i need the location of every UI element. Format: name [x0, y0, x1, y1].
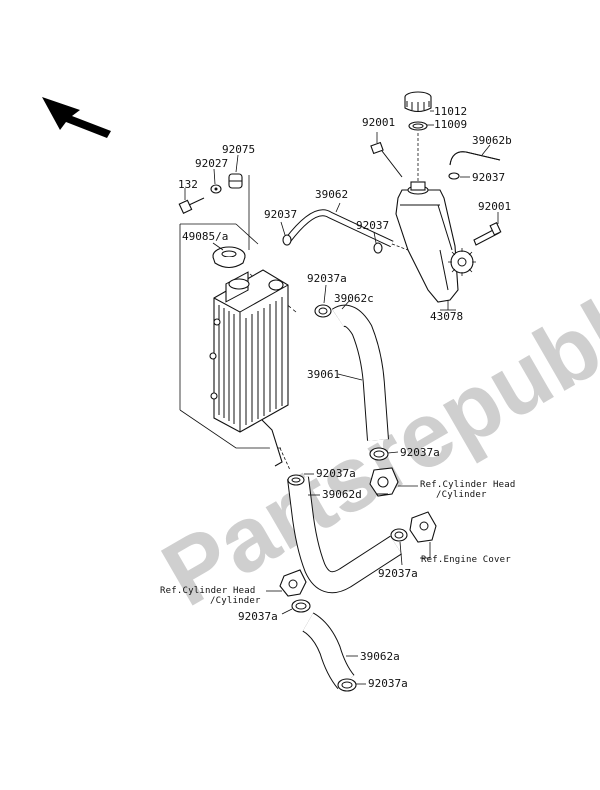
hose-39062d [287, 476, 402, 594]
label-92037a-1: 92037a [307, 272, 347, 285]
clip-92037-upper [282, 234, 292, 246]
label-49085a: 49085/a [182, 230, 228, 243]
clip-92037a-1 [314, 304, 332, 318]
clip-92037-mid [373, 242, 383, 254]
direction-arrow-icon [42, 97, 111, 138]
label-39062b: 39062b [472, 134, 512, 147]
engine-cover-fitting [409, 511, 437, 543]
label-92037a-2: 92037a [400, 446, 440, 459]
ref-cylinder-left: /Cylinder [210, 596, 261, 606]
washer-92027 [210, 184, 222, 194]
clip-92037-cap [448, 172, 460, 180]
ref-cylinder-right: /Cylinder [436, 490, 487, 500]
radiator-cap [212, 246, 246, 269]
label-11012: 11012 [434, 105, 467, 118]
label-92037-upper: 92037 [264, 208, 297, 221]
label-92037-mid: 92037 [356, 219, 389, 232]
label-92075: 92075 [222, 143, 255, 156]
hose-39062a [302, 612, 355, 690]
label-92037a-5: 92037a [238, 610, 278, 623]
grommet-92075 [228, 173, 243, 189]
bolt-92001-tank [473, 222, 502, 246]
reservoir-cap [404, 91, 432, 113]
bolt-132 [178, 197, 205, 214]
ref-cylinder-head-left: Ref.Cylinder Head [160, 586, 256, 596]
label-39062d: 39062d [322, 488, 362, 501]
gear-icon [448, 248, 476, 276]
reservoir-tank [395, 181, 459, 303]
label-43078: 43078 [430, 310, 463, 323]
cylinder-head-fitting-right [369, 467, 399, 497]
label-92001-tank: 92001 [478, 200, 511, 213]
cylinder-head-fitting-left [279, 569, 307, 597]
label-39062: 39062 [315, 188, 348, 201]
ref-engine-cover: Ref.Engine Cover [421, 555, 511, 565]
cap-gasket [408, 121, 428, 131]
label-92037a-6: 92037a [368, 677, 408, 690]
label-92001-top: 92001 [362, 116, 395, 129]
label-92037a-4: 92037a [378, 567, 418, 580]
bolt-92001-top [370, 141, 403, 178]
label-92037a-3: 92037a [316, 467, 356, 480]
hose-39061 [331, 304, 389, 441]
label-92037-cap: 92037 [472, 171, 505, 184]
clip-92037a-3 [287, 474, 305, 486]
label-92027: 92027 [195, 157, 228, 170]
label-39062a: 39062a [360, 650, 400, 663]
label-39061: 39061 [307, 368, 340, 381]
label-132: 132 [178, 178, 198, 191]
clip-92037a-5 [291, 599, 311, 613]
clip-92037a-4 [390, 528, 408, 542]
ref-cylinder-head-right: Ref.Cylinder Head [420, 480, 516, 490]
hose-39062 [285, 209, 394, 248]
label-39062c: 39062c [334, 292, 374, 305]
radiator [209, 269, 289, 467]
clip-92037a-6 [337, 678, 357, 692]
label-11009: 11009 [434, 118, 467, 131]
clip-92037a-2 [369, 447, 389, 461]
hose-39062b [449, 151, 501, 166]
